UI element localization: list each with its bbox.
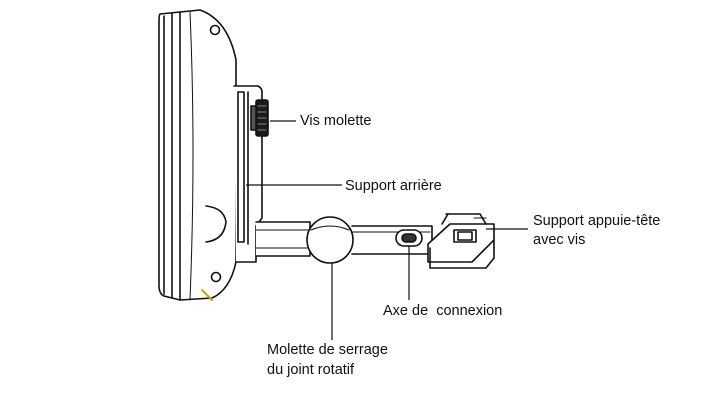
label-thumb-screw: Vis molette <box>300 113 372 129</box>
label-rotary-knob-line1: Molette de serrage <box>267 342 388 358</box>
label-headrest-support-line2: avec vis <box>533 232 586 248</box>
rotary-knob <box>306 216 354 264</box>
label-connection-axis: Axe de connexion <box>383 303 503 319</box>
thumb-screw <box>250 99 269 137</box>
monitor-body <box>158 9 237 301</box>
label-rear-support: Support arrière <box>345 178 442 194</box>
connection-axis <box>395 229 423 247</box>
headrest-support <box>427 213 495 269</box>
label-rotary-knob-line2: du joint rotatif <box>267 362 355 378</box>
label-headrest-support-line1: Support appuie-tête <box>533 213 661 229</box>
